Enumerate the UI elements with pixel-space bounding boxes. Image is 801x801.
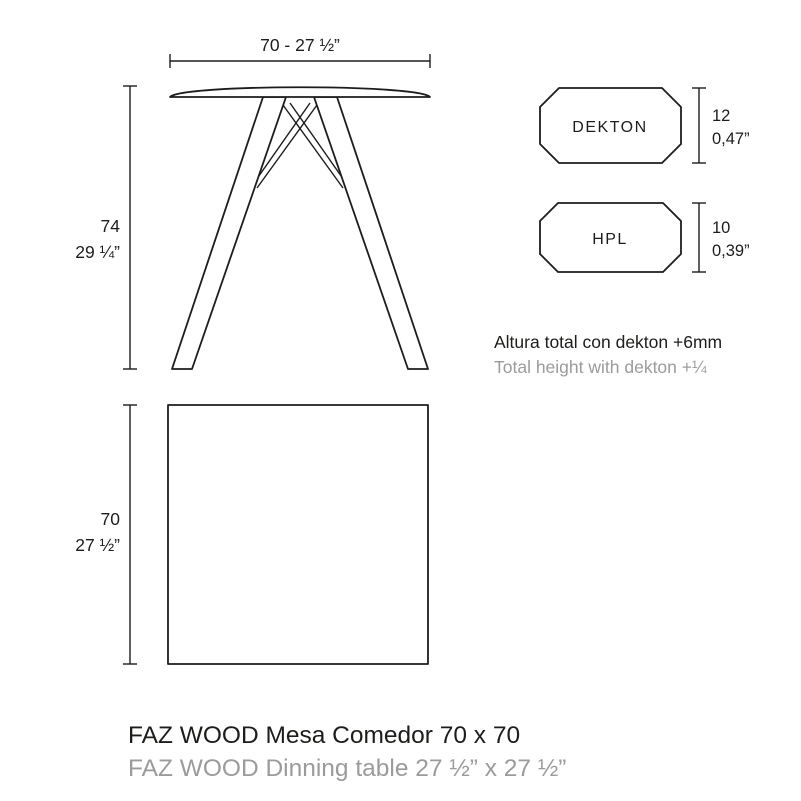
product-title-english: FAZ WOOD Dinning table 27 ½” x 27 ½” [128,755,566,782]
cross-brace-line [256,104,318,189]
table-leg-left [171,96,287,370]
front-width-label: 70 - 27 ½” [260,35,340,55]
front-height-label-in: 29 ¼” [75,242,120,262]
front-height-dimension: 74 29 ¼” [75,85,137,370]
dekton-badge-outline [539,87,682,164]
note-english: Total height with dekton +¼ [494,357,707,377]
product-titles: FAZ WOOD Mesa Comedor 70 x 70 FAZ WOOD D… [128,722,566,782]
front-width-dimension: 70 - 27 ½” [169,35,431,68]
product-title-spanish: FAZ WOOD Mesa Comedor 70 x 70 [128,722,520,749]
hpl-thickness-cm: 10 [712,219,730,237]
table-leg-right [313,96,429,370]
note-spanish: Altura total con dekton +6mm [494,332,722,352]
height-note: Altura total con dekton +6mm Total heigh… [494,332,722,377]
tabletop-profile [169,86,431,98]
table-top-view [167,404,429,665]
dekton-badge-label: DEKTON [572,119,647,136]
cross-brace-line [289,102,347,184]
front-height-label-cm: 74 [101,216,121,236]
top-view-size-in: 27 ½” [75,535,120,555]
cross-brace-line [282,104,344,189]
table-front-view [169,86,431,370]
material-badge-hpl: HPL 10 0,39” [539,202,750,273]
dekton-thickness-in: 0,47” [712,130,750,148]
hpl-badge-outline [539,202,682,273]
hpl-badge-label: HPL [592,231,628,248]
top-view-dimension: 70 27 ½” [75,404,137,665]
tabletop-plan-outline [167,404,429,665]
top-view-size-cm: 70 [101,509,121,529]
hpl-thickness-in: 0,39” [712,242,750,260]
dekton-thickness-cm: 12 [712,107,730,125]
cross-brace-line [253,102,311,184]
material-badge-dekton: DEKTON 12 0,47” [539,87,750,164]
